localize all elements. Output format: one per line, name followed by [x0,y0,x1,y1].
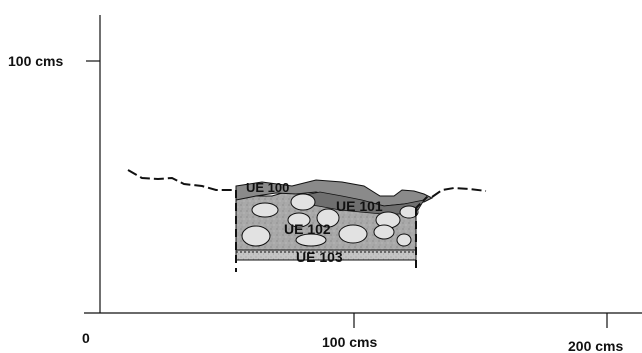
y-tick-label: 100 cms [8,53,63,69]
ue103-label: UE 103 [296,249,343,265]
ue101-label: UE 101 [336,198,383,214]
stone [338,224,368,244]
origin-label: 0 [82,330,90,346]
ground-surface-left [127,169,236,191]
stone [287,212,311,228]
stone [316,208,340,228]
stone [373,224,395,240]
x-tick-label-200: 200 cms [568,338,623,353]
ue100-label: UE 100 [246,180,289,195]
stone [290,193,316,211]
ground-surface-right [431,186,487,198]
stone [251,202,279,218]
stone [399,205,419,219]
stone [241,225,271,247]
ue102-label: UE 102 [284,221,331,237]
x-tick-label-100: 100 cms [322,334,377,350]
stone [295,233,327,247]
ue100-layer [235,179,434,207]
stone [396,233,412,247]
stones-group [241,193,419,247]
